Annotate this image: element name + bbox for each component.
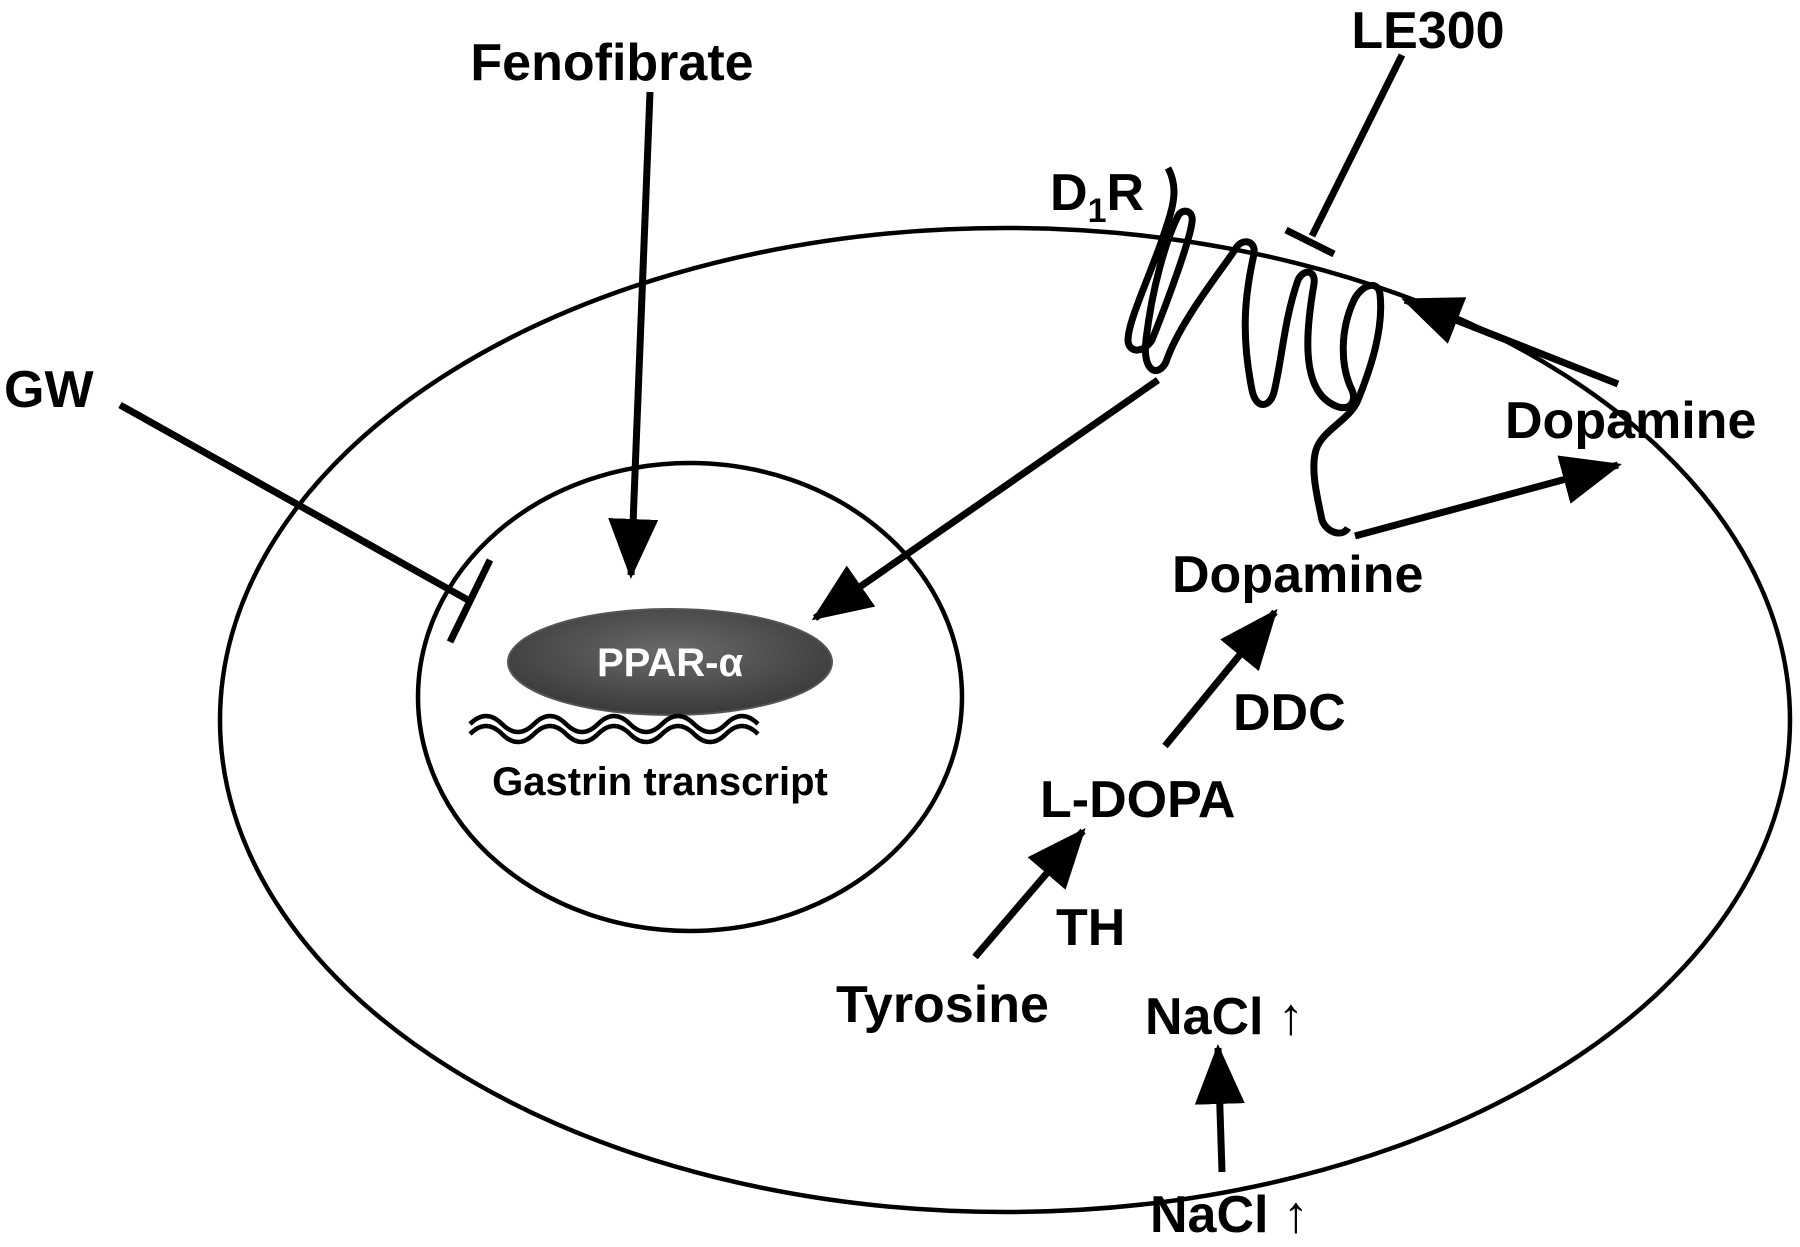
gastrin-transcript-label: Gastrin transcript — [492, 760, 828, 804]
gw-label: GW — [4, 361, 94, 419]
fenofibrate-arrow — [608, 91, 659, 579]
ldopa-label: L-DOPA — [1040, 771, 1235, 829]
ddc-label: DDC — [1233, 684, 1346, 742]
d1r-label: D1R — [1050, 164, 1144, 230]
tyrosine-label: Tyrosine — [836, 976, 1049, 1034]
d1-receptor-icon — [1124, 166, 1385, 537]
le300-inhibition-line — [1308, 53, 1406, 238]
dopamine-intracellular-label: Dopamine — [1172, 546, 1423, 604]
gw-inhibition-line — [118, 401, 470, 604]
dopamine-export-arrow — [1354, 455, 1622, 540]
dopamine-to-d1r-arrow — [1401, 296, 1620, 388]
ppar-alpha-ellipse — [507, 608, 833, 716]
nucleus — [415, 460, 965, 934]
nacl-extracellular-label: NaCl ↑ — [1150, 1186, 1309, 1244]
ldopa-to-dopamine-arrow — [1162, 608, 1278, 749]
ppar-alpha-label: PPAR-α — [597, 641, 743, 685]
th-label: TH — [1056, 899, 1125, 957]
cell-membrane — [217, 225, 1793, 1215]
tyrosine-to-ldopa-arrow — [972, 827, 1086, 960]
le300-inhibition-bar — [1284, 226, 1336, 258]
d1r-to-ppar-arrow — [811, 377, 1160, 621]
nacl-uptake-arrow — [1194, 1044, 1245, 1173]
gw-inhibition-bar — [446, 558, 494, 644]
fenofibrate-label: Fenofibrate — [470, 34, 753, 92]
nacl-intracellular-label: NaCl ↑ — [1145, 988, 1304, 1046]
gastrin-transcript-icon — [468, 713, 760, 745]
dopamine-extracellular-label: Dopamine — [1505, 392, 1756, 450]
le300-label: LE300 — [1351, 2, 1504, 60]
